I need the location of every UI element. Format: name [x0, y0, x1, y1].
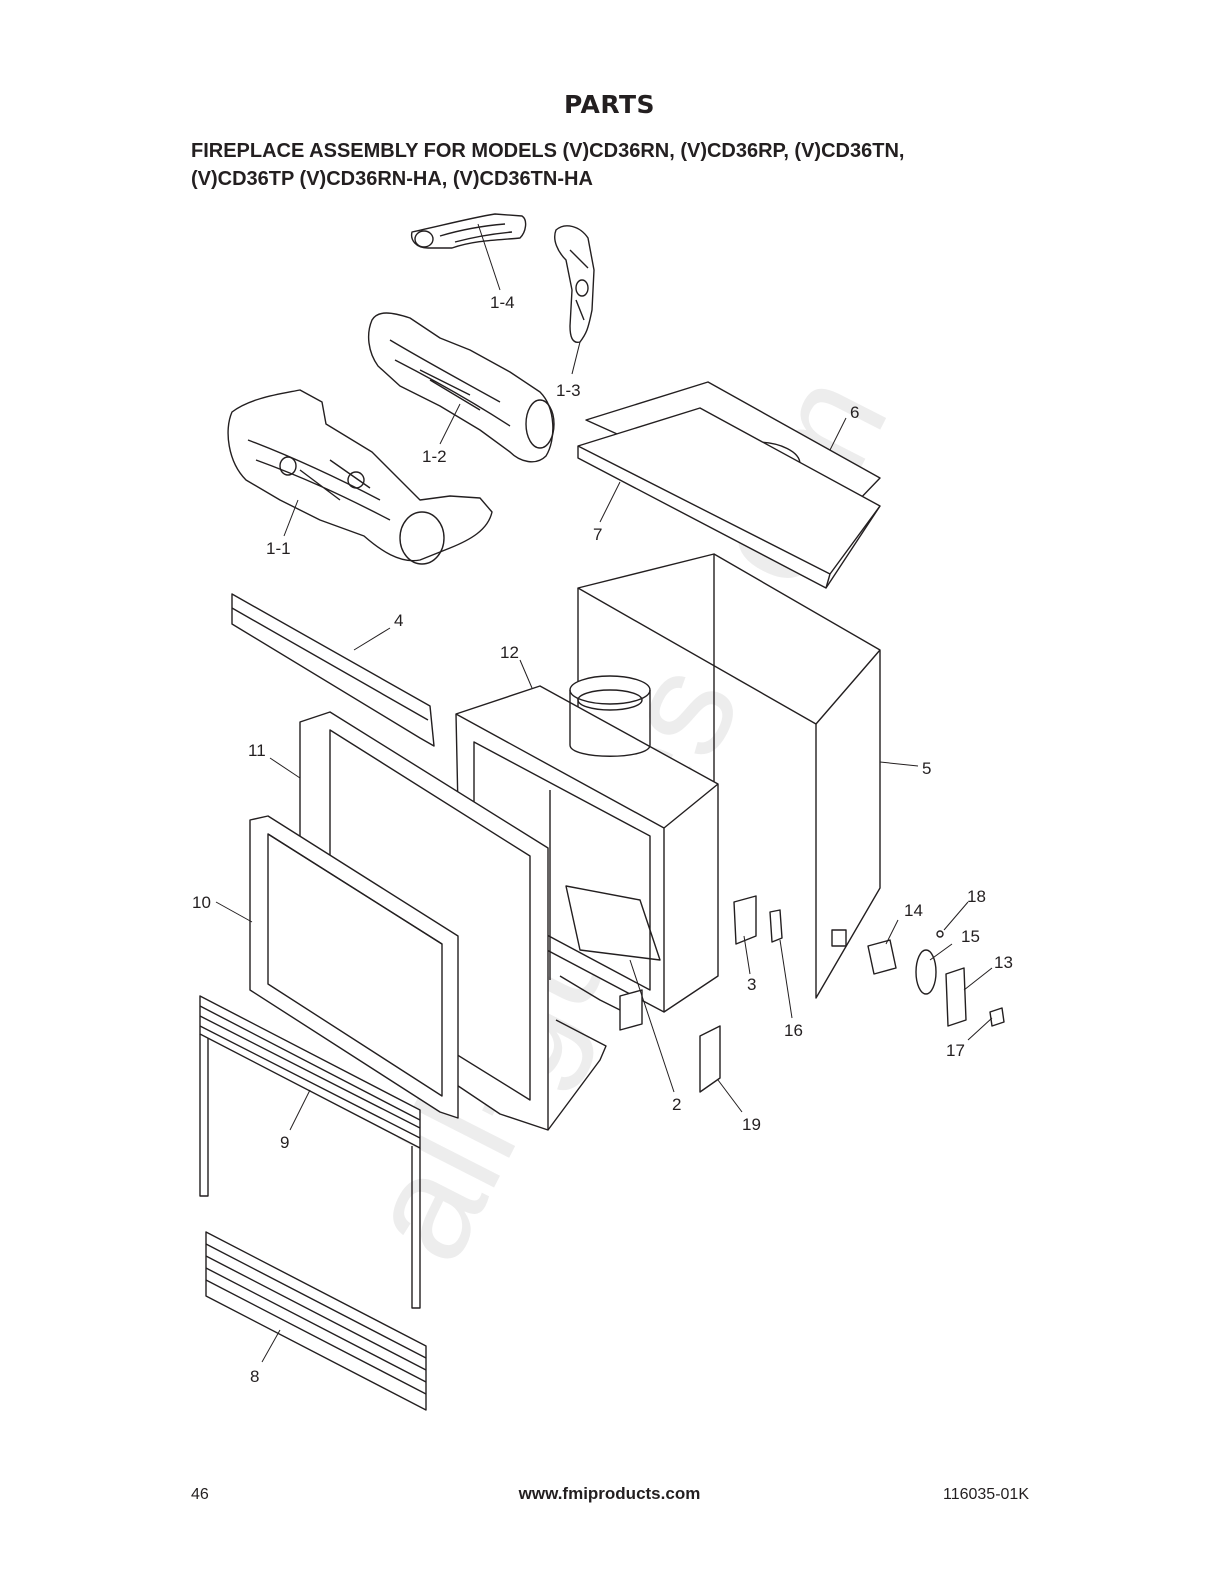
log-1-1 [228, 390, 492, 564]
callout-7: 7 [593, 525, 602, 544]
log-1-4 [412, 214, 526, 248]
callout-5: 5 [922, 759, 931, 778]
callout-13: 13 [994, 953, 1013, 972]
website-link[interactable]: www.fmiproducts.com [0, 1484, 1219, 1504]
callout-10: 10 [192, 893, 211, 912]
callout-9: 9 [280, 1133, 289, 1152]
callout-8: 8 [250, 1367, 259, 1386]
part-19 [700, 1026, 720, 1092]
callout-1-3: 1-3 [556, 381, 581, 400]
callout-18: 18 [967, 887, 986, 906]
callout-1-2: 1-2 [422, 447, 447, 466]
log-1-2 [369, 313, 554, 462]
callout-17: 17 [946, 1041, 965, 1060]
part-13 [946, 968, 966, 1026]
callout-1-1: 1-1 [266, 539, 291, 558]
callout-4: 4 [394, 611, 403, 630]
part-3 [734, 896, 756, 944]
document-number: 116035-01K [943, 1486, 1029, 1504]
part-16 [770, 910, 782, 942]
callout-15: 15 [961, 927, 980, 946]
callout-6: 6 [850, 403, 859, 422]
part-15 [916, 950, 936, 994]
callout-3: 3 [747, 975, 756, 994]
callout-2: 2 [672, 1095, 681, 1114]
part-14 [868, 940, 896, 974]
callout-16: 16 [784, 1021, 803, 1040]
part-18 [937, 931, 943, 937]
callout-1-4: 1-4 [490, 293, 515, 312]
callout-14: 14 [904, 901, 923, 920]
log-1-3 [555, 226, 594, 342]
part-17 [990, 1008, 1004, 1026]
callout-19: 19 [742, 1115, 761, 1134]
callout-11: 11 [248, 741, 266, 760]
louver-8 [206, 1232, 426, 1410]
top-panel-7 [578, 408, 880, 588]
callout-12: 12 [500, 643, 519, 662]
